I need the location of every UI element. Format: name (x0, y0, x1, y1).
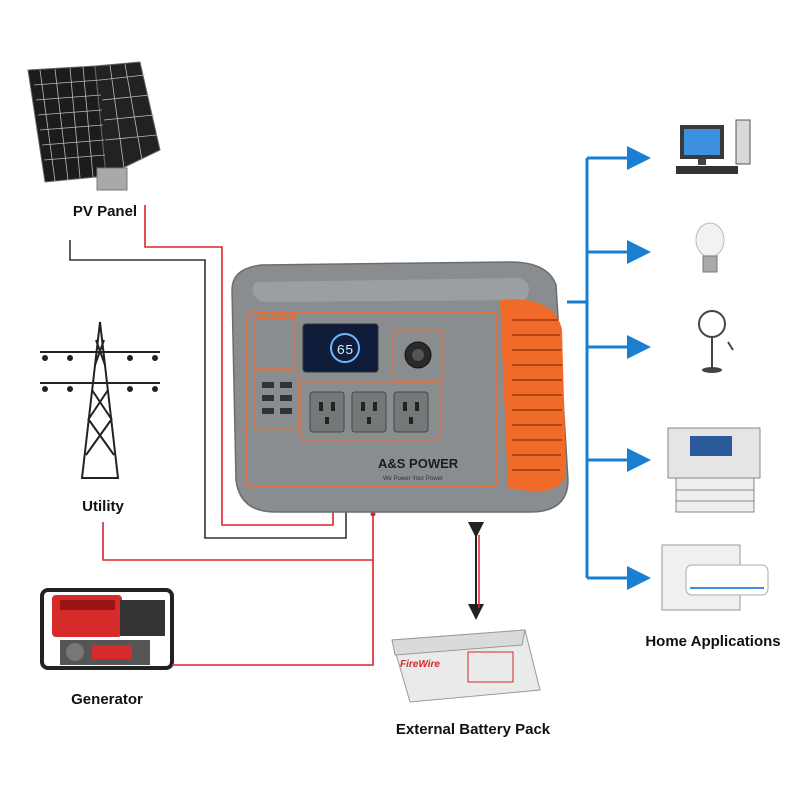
generator-icon (40, 588, 174, 670)
generator-label: Generator (71, 691, 143, 708)
standing-fan-icon (698, 310, 734, 373)
battery-brand: FireWire (400, 659, 440, 670)
display-value: 65 (337, 343, 354, 359)
model-label: AS-1200W (256, 311, 298, 321)
battery-icon: FireWire (391, 629, 541, 703)
pv-panel-label: PV Panel (73, 203, 137, 220)
light-bulb-icon (695, 222, 725, 273)
air-conditioner-icon (661, 544, 769, 611)
pv-black-wire (69, 240, 347, 539)
utility-red-wire (102, 515, 374, 561)
home-apps-label: Home Applications (645, 633, 780, 650)
battery-link (468, 522, 484, 620)
power-station: 65 AS-1200W A&S POWER We Power Your Powe… (231, 261, 569, 513)
generator-red-wire (172, 560, 374, 666)
desktop-computer-icon (676, 119, 751, 174)
utility-label: Utility (82, 498, 124, 515)
brand-tagline: We Power Your Power (383, 476, 443, 482)
solar-panel-icon (27, 61, 161, 191)
copier-icon (667, 427, 761, 513)
transmission-tower-icon (40, 321, 160, 479)
output-bus (567, 146, 651, 590)
brand-label: A&S POWER (378, 456, 459, 471)
battery-label: External Battery Pack (396, 721, 551, 738)
input-wires (69, 205, 374, 666)
ac-outlets (309, 391, 429, 433)
pv-red-wire (144, 205, 334, 526)
